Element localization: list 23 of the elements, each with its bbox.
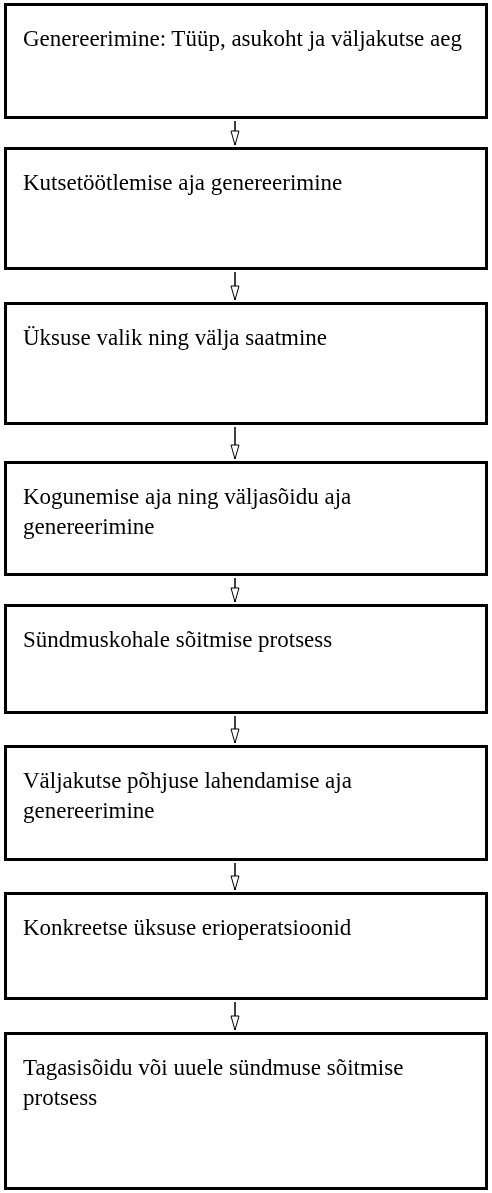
- box-label: Kogunemise aja ning väljasõidu aja genereerimine: [23, 483, 353, 541]
- arrow: [230, 862, 240, 891]
- box-label: Genereerimine: Tüüp, asukoht ja väljakutse aeg: [23, 25, 463, 53]
- process-box: [4, 302, 488, 425]
- process-box: [4, 745, 488, 861]
- box-label: Sündmuskohale sõitmise protsess: [23, 626, 334, 654]
- box-label: Kutsetöötlemise aja genereerimine: [23, 169, 344, 197]
- box-label: Väljakutse põhjuse lahendamise aja genereerimine: [23, 767, 353, 825]
- arrow: [230, 577, 240, 603]
- process-box: [4, 461, 488, 576]
- arrow: [230, 120, 240, 146]
- process-box: [4, 892, 488, 1000]
- arrow: [230, 1001, 240, 1031]
- arrow: [230, 715, 240, 744]
- process-box: [4, 1032, 488, 1190]
- box-label: Tagasisõidu või uuele sündmuse sõitmise protsess: [23, 1054, 405, 1112]
- arrow: [230, 426, 240, 460]
- process-box: [4, 3, 488, 119]
- box-label: Üksuse valik ning välja saatmine: [23, 324, 329, 352]
- arrow: [230, 271, 240, 301]
- box-label: Konkreetse üksuse erioperatsioonid: [23, 914, 353, 942]
- process-box: [4, 147, 488, 270]
- process-box: [4, 604, 488, 714]
